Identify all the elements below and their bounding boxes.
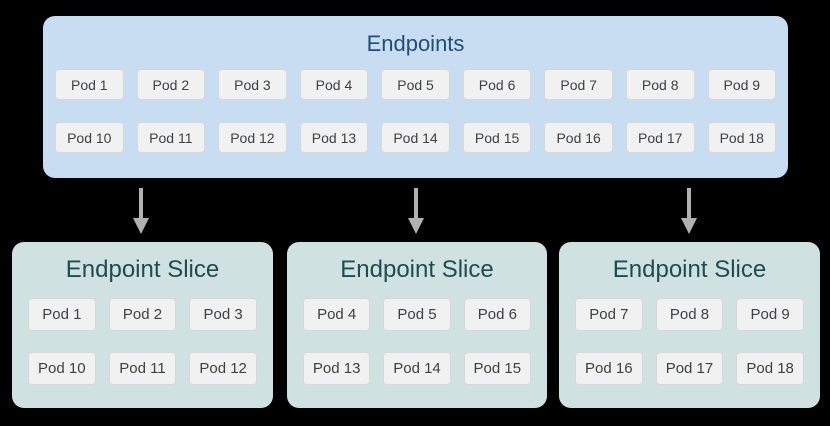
down-arrow-icon [133, 188, 149, 234]
pod-chip: Pod 16 [544, 122, 613, 153]
pod-chip: Pod 11 [136, 122, 206, 153]
endpoint-slice-title: Endpoint Slice [340, 256, 494, 283]
pod-chip: Pod 15 [462, 122, 532, 153]
endpoint-slice-box-3: Endpoint Slice Pod 7 Pod 8 Pod 9 Pod 16 … [559, 242, 820, 408]
slice-pod-grid: Pod 7 Pod 8 Pod 9 Pod 16 Pod 17 Pod 18 [559, 298, 820, 385]
pod-chip: Pod 10 [55, 122, 124, 153]
pod-chip: Pod 5 [383, 298, 451, 331]
pod-chip: Pod 4 [299, 69, 369, 100]
pod-chip: Pod 5 [381, 69, 450, 100]
endpoint-slice-title: Endpoint Slice [612, 256, 767, 283]
pod-chip: Pod 18 [707, 122, 777, 153]
pod-chip: Pod 9 [736, 298, 804, 331]
pod-chip: Pod 2 [136, 69, 206, 100]
pod-chip: Pod 14 [381, 122, 450, 153]
pod-chip: Pod 13 [303, 352, 371, 385]
pod-chip: Pod 3 [189, 298, 257, 331]
arrow-stem [687, 188, 691, 218]
pod-chip: Pod 11 [108, 352, 177, 385]
arrow-head [681, 218, 697, 234]
pod-chip: Pod 7 [575, 298, 643, 331]
endpoints-title: Endpoints [366, 31, 465, 56]
pod-chip: Pod 17 [655, 352, 724, 385]
pod-chip: Pod 8 [625, 69, 695, 100]
pod-chip: Pod 6 [463, 298, 531, 331]
arrow-stem [414, 188, 418, 218]
pod-chip: Pod 2 [108, 298, 177, 331]
down-arrow-icon [681, 188, 697, 234]
pod-chip: Pod 9 [707, 69, 777, 100]
pod-chip: Pod 17 [625, 122, 695, 153]
slice-pod-grid: Pod 1 Pod 2 Pod 3 Pod 10 Pod 11 Pod 12 [12, 298, 273, 385]
endpoints-pod-row-1: Pod 1 Pod 2 Pod 3 Pod 4 Pod 5 Pod 6 Pod … [43, 69, 788, 100]
pod-chip: Pod 15 [463, 352, 531, 385]
arrow-head [408, 218, 424, 234]
pod-chip: Pod 10 [28, 352, 96, 385]
pod-chip: Pod 12 [218, 122, 287, 153]
arrow-head [133, 218, 149, 234]
endpoint-slice-box-1: Endpoint Slice Pod 1 Pod 2 Pod 3 Pod 10 … [12, 242, 273, 408]
pod-chip: Pod 7 [544, 69, 613, 100]
arrow-stem [139, 188, 143, 218]
pod-chip: Pod 4 [303, 298, 371, 331]
pod-chip: Pod 13 [299, 122, 369, 153]
pod-chip: Pod 6 [462, 69, 532, 100]
pod-chip: Pod 18 [736, 352, 804, 385]
endpoints-box: Endpoints Pod 1 Pod 2 Pod 3 Pod 4 Pod 5 … [43, 16, 788, 178]
endpoint-slice-title: Endpoint Slice [65, 256, 220, 283]
pod-chip: Pod 1 [55, 69, 124, 100]
pod-chip: Pod 14 [383, 352, 451, 385]
pod-chip: Pod 3 [218, 69, 287, 100]
slice-pod-grid: Pod 4 Pod 5 Pod 6 Pod 13 Pod 14 Pod 15 [287, 298, 547, 385]
pod-chip: Pod 8 [655, 298, 724, 331]
endpoint-slice-box-2: Endpoint Slice Pod 4 Pod 5 Pod 6 Pod 13 … [287, 242, 547, 408]
endpoints-pod-row-2: Pod 10 Pod 11 Pod 12 Pod 13 Pod 14 Pod 1… [43, 122, 788, 153]
pod-chip: Pod 16 [575, 352, 643, 385]
pod-chip: Pod 12 [189, 352, 257, 385]
down-arrow-icon [408, 188, 424, 234]
pod-chip: Pod 1 [28, 298, 96, 331]
